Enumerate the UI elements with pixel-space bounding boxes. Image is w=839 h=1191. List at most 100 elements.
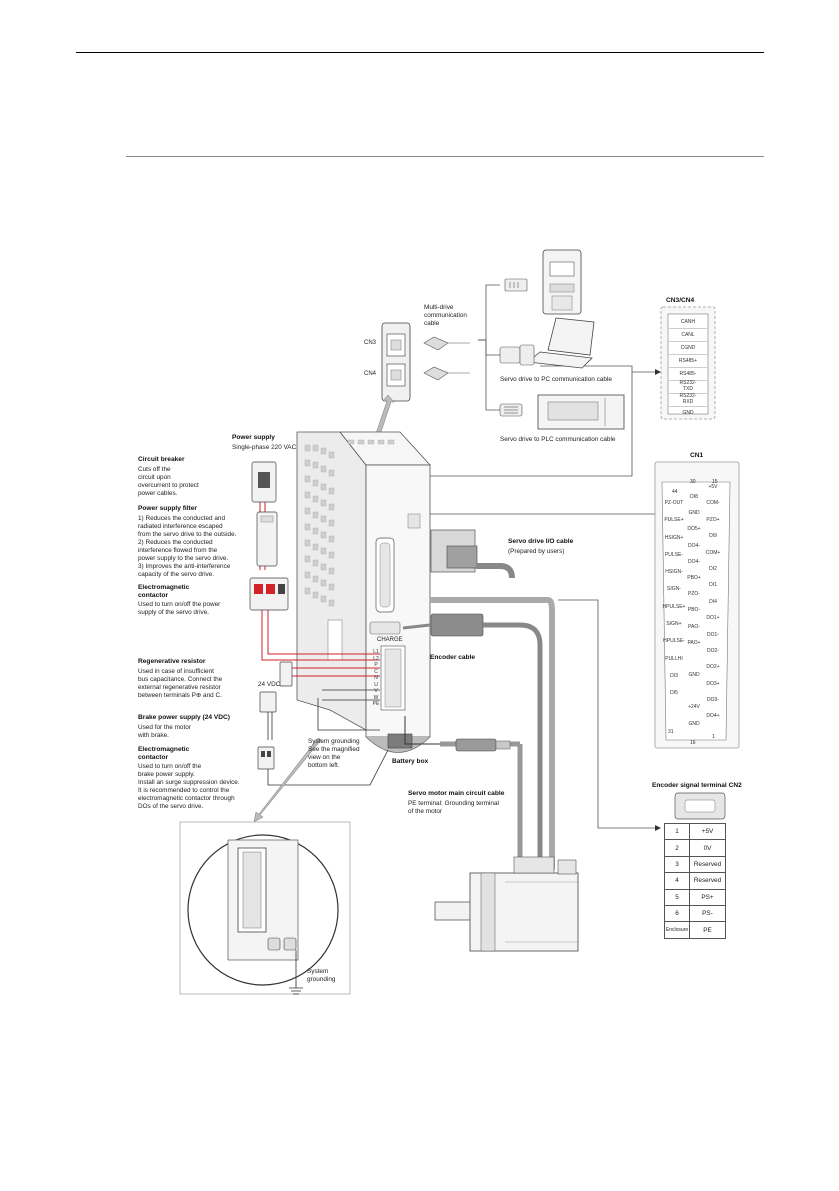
cn1-pin: DO4- <box>688 558 700 565</box>
cn1-pin: DI5 <box>670 690 678 697</box>
io-cable-title: Servo drive I/O cable <box>508 538 574 545</box>
cn2-signal: 0V <box>689 839 726 857</box>
cn34-title: CN3/CN4 <box>666 297 695 304</box>
brake-wiring <box>267 689 389 786</box>
cn1-pin: +24V <box>688 704 700 711</box>
cn3-cn4-port-block <box>381 322 411 402</box>
cn1-pin: SIGN- <box>667 586 681 593</box>
cn2-signal: Reserved <box>689 855 726 874</box>
cn1-pin: HPULSE- <box>663 638 685 645</box>
terminal-w: W <box>373 694 379 701</box>
cn1-corner-label: 15 <box>712 479 718 485</box>
cn1-pin: DO3- <box>707 697 719 704</box>
cn1-corner-label: 16 <box>690 740 696 746</box>
brake-ps-title: Brake power supply (24 VDC) <box>138 714 230 721</box>
laptop <box>527 317 595 369</box>
contactor2-title: Electromagnetic contactor <box>138 746 190 761</box>
cn1-pin: HSIGN- <box>665 569 683 576</box>
filter-title: Power supply filter <box>138 505 197 512</box>
cn34-pin: RS232- RXD <box>668 393 708 407</box>
magnify-arrow <box>253 737 322 823</box>
regen-title: Regenerative resistor <box>138 658 206 665</box>
section-rule <box>126 156 764 157</box>
io-cable-text: (Prepared by users) <box>508 548 565 555</box>
cn1-corner-label: 1 <box>712 734 715 740</box>
brake-vdc-label: 24 VDC <box>258 681 281 688</box>
power-filter <box>256 511 278 567</box>
servo-drive <box>296 431 431 753</box>
terminal-l2: L2 <box>373 655 379 662</box>
cn34-pin: RS485+ <box>668 355 708 368</box>
servo-motor <box>434 856 579 952</box>
cn4-label: CN4 <box>364 371 377 377</box>
terminal-v: V <box>374 688 378 694</box>
cn1-pin: DI3 <box>670 672 678 679</box>
cn1-pin: DO3+ <box>706 680 720 687</box>
cn2-pin: 3 <box>664 855 690 874</box>
multi-drive-label: Multi-drive communication cable <box>424 304 467 327</box>
table-row: 1+5V <box>664 822 726 841</box>
plc-cable-plug <box>499 403 523 417</box>
cn1-pin: DI4 <box>709 598 717 605</box>
cn1-pin: COM- <box>706 500 720 507</box>
cn34-pin: CGND <box>668 342 708 355</box>
io-cable-connector <box>430 529 515 579</box>
cn34-pin: CANH <box>668 316 708 329</box>
magnified-view <box>179 821 351 995</box>
cn1-pin: DO4+ <box>706 713 720 720</box>
grounding-text: System grounding See the magnified view … <box>308 738 360 769</box>
contactor-1 <box>249 577 289 611</box>
magnified-grounding-text: System grounding <box>307 968 336 983</box>
cn1-pin: PBO+ <box>687 574 701 581</box>
cn2-pin: 5 <box>664 888 690 906</box>
cn1-pin: GND <box>688 510 700 517</box>
cn1-pin: DO4- <box>688 542 700 549</box>
encoder-cable-title: Encoder cable <box>430 654 476 661</box>
db9-connector <box>499 344 535 366</box>
cn1-pin: PZO- <box>688 591 700 598</box>
cn2-pin: 1 <box>664 822 690 841</box>
cn1-mid-pins: DI8 GND DO5+ DO4- DO4- PBO+ PZO- PBO- PA… <box>682 492 706 735</box>
cn34-pin: CANL <box>668 329 708 342</box>
cn1-pin: DO1+ <box>706 615 720 622</box>
cn1-panel <box>654 461 740 749</box>
cn1-pin: +5V <box>708 484 718 490</box>
brake-ps-text: Used for the motor with brake. <box>138 724 191 739</box>
contactor2-text: Used to turn on/off the brake power supp… <box>138 763 240 810</box>
circuit-breaker-text: Cuts off the circuit upon overcurrent to… <box>138 466 199 497</box>
cn34-pin: RS232- TXD <box>668 380 708 394</box>
cn2-signal: +5V <box>689 822 726 841</box>
header-rule <box>76 52 764 53</box>
cn1-pin: PBO- <box>687 607 701 614</box>
cn1-pin: COM+ <box>705 549 721 556</box>
terminal-pe: PE <box>372 701 380 707</box>
contactor-2 <box>257 746 275 770</box>
cn1-pin: PAO- <box>688 623 700 630</box>
plc-device-top <box>542 249 582 315</box>
brake-psu <box>259 691 277 713</box>
cn1-pin: PULSE+ <box>664 517 684 524</box>
cn1-pin: GND <box>688 672 700 679</box>
usb-connector <box>504 278 528 292</box>
cn1-pin: PAO+ <box>687 639 701 646</box>
drive-terminal-labels: L1 L2 P C N U V W PE <box>371 649 381 708</box>
cn2-pin: 6 <box>664 904 690 923</box>
cn2-pin: 4 <box>664 872 690 890</box>
cn2-pin: Enclosure <box>664 921 690 939</box>
cn1-corner-label: 44 <box>672 489 678 495</box>
cn1-pin: PZO+ <box>706 516 720 523</box>
circuit-breaker <box>251 461 277 503</box>
cn2-pin: 2 <box>664 839 690 857</box>
arrow-cn2 <box>655 825 661 831</box>
cn1-pin: DO2+ <box>706 664 720 671</box>
cn1-pin: SIGN+ <box>666 621 682 628</box>
cn1-pin: GND <box>688 720 700 727</box>
regen-resistor <box>279 661 293 687</box>
battery-box <box>455 738 511 752</box>
